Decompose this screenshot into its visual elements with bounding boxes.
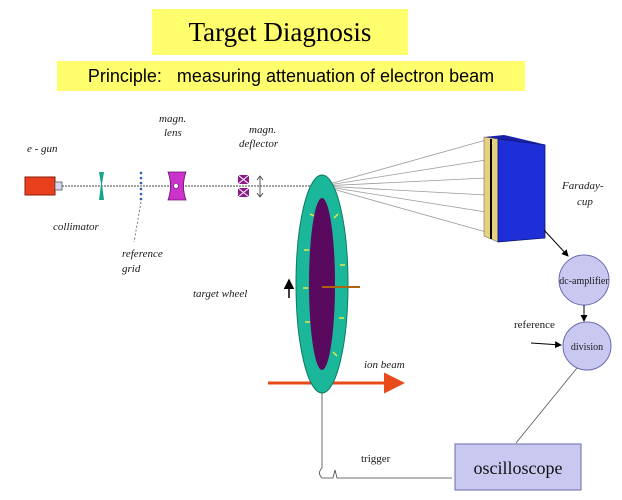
faraday-cup-front — [497, 138, 546, 243]
magn-lens-label-2: lens — [164, 127, 182, 139]
division-circle — [562, 321, 612, 371]
e-gun-label: e - gun — [27, 143, 58, 155]
collimator-label: collimator — [53, 221, 100, 233]
target-wheel-inner — [309, 198, 335, 370]
division-to-oscilloscope-line — [515, 367, 578, 444]
faraday-cup-top — [484, 135, 547, 145]
slide-subtitle: Principle: measuring attenuation of elec… — [57, 61, 525, 91]
reference-grid-label-2: grid — [122, 263, 141, 275]
faraday-cup-label-1: Faraday- — [561, 180, 604, 192]
target-wheel-label: target wheel — [193, 288, 247, 300]
dc-amplifier-label: dc-amplifier — [559, 276, 609, 287]
oscilloscope-box — [454, 443, 582, 491]
reference-grid-label-1: reference — [122, 248, 163, 260]
collimator-shape — [99, 172, 104, 200]
oscilloscope-label: oscilloscope — [474, 458, 563, 478]
beam-fan — [321, 139, 487, 233]
trigger-line — [319, 393, 452, 479]
reference-label: reference — [514, 319, 555, 331]
target-wheel-markers — [303, 213, 345, 357]
reference-grid-pointer — [133, 201, 142, 243]
division-label: division — [571, 342, 603, 353]
ion-beam-label: ion beam — [364, 359, 405, 371]
e-gun-shape — [24, 176, 56, 196]
trigger-label: trigger — [361, 453, 391, 465]
e-gun-nozzle — [54, 181, 63, 191]
slide-title: Target Diagnosis — [152, 9, 408, 55]
magn-deflector-label-1: magn. — [249, 124, 276, 136]
faraday-cup-label-2: cup — [577, 196, 593, 208]
magn-lens-label-1: magn. — [159, 113, 186, 125]
reference-arrow — [530, 341, 562, 349]
magn-lens-center — [173, 183, 179, 189]
magn-deflector-shape — [237, 174, 264, 198]
cup-to-amplifier-arrow — [543, 229, 569, 257]
reference-grid-shape — [139, 171, 143, 201]
magn-deflector-label-2: deflector — [239, 138, 279, 150]
